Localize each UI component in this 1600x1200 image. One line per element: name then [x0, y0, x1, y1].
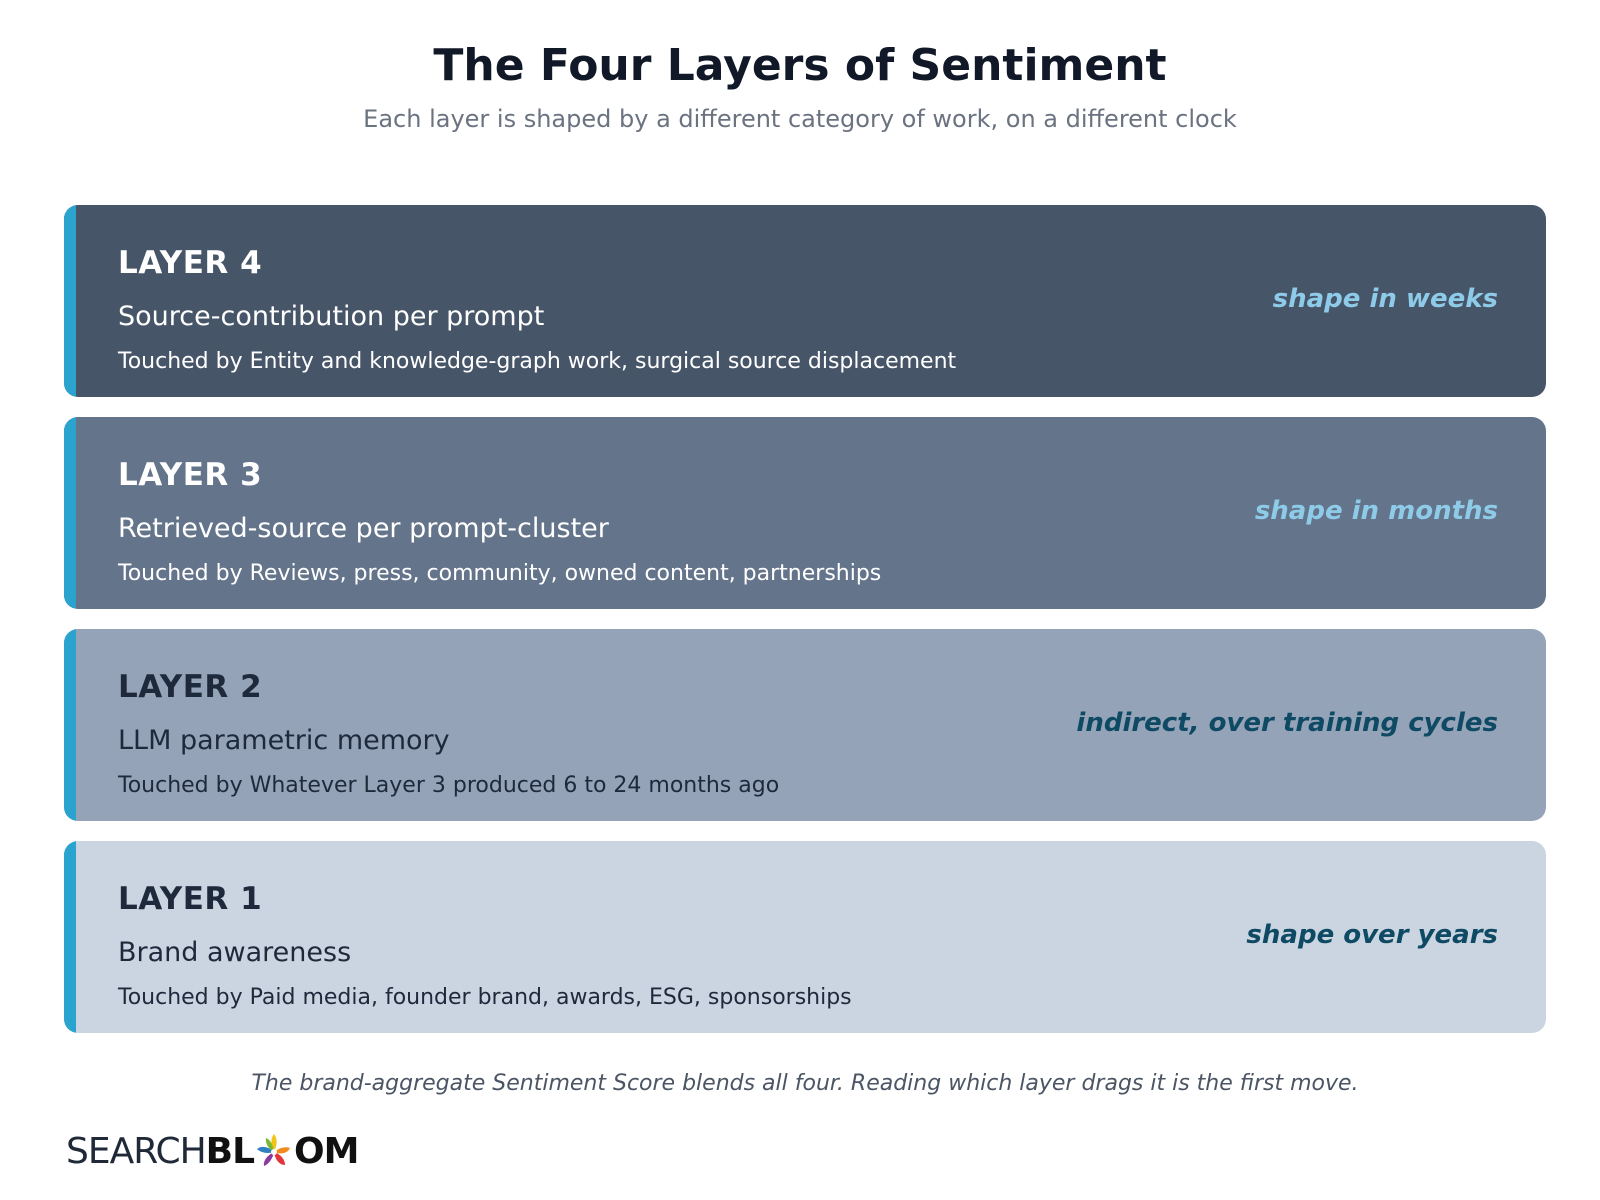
- layer-accent-bar: [64, 841, 76, 1033]
- layer-accent-bar: [64, 205, 76, 397]
- layer-card-1: LAYER 1 Brand awareness Touched by Paid …: [64, 841, 1546, 1033]
- layer-name: LAYER 2: [118, 669, 263, 705]
- layer-name: LAYER 1: [118, 881, 263, 917]
- layer-card-2: LAYER 2 LLM parametric memory Touched by…: [64, 629, 1546, 821]
- page-title: The Four Layers of Sentiment: [433, 40, 1167, 91]
- layer-heading: Source-contribution per prompt: [118, 301, 545, 332]
- layer-name: LAYER 3: [118, 457, 263, 493]
- layer-pace: shape in months: [1254, 496, 1498, 526]
- layer-card-3: LAYER 3 Retrieved-source per prompt-clus…: [64, 417, 1546, 609]
- layer-pace: shape in weeks: [1272, 284, 1498, 314]
- layer-pace: indirect, over training cycles: [1076, 708, 1498, 738]
- logo-text-search: SEARCH: [66, 1131, 207, 1172]
- layer-card-4: LAYER 4 Source-contribution per prompt T…: [64, 205, 1546, 397]
- layer-name: LAYER 4: [118, 245, 263, 281]
- layer-touched-by: Touched by Paid media, founder brand, aw…: [118, 985, 852, 1010]
- logo-text-om: OM: [294, 1131, 359, 1172]
- page-subtitle: Each layer is shaped by a different cate…: [363, 105, 1237, 133]
- logo-text-bl: BL: [205, 1131, 255, 1172]
- layer-touched-by: Touched by Entity and knowledge-graph wo…: [118, 349, 957, 374]
- layer-touched-by: Touched by Whatever Layer 3 produced 6 t…: [118, 773, 780, 798]
- layer-touched-by: Touched by Reviews, press, community, ow…: [118, 561, 882, 586]
- layer-pace: shape over years: [1246, 920, 1498, 950]
- flower-icon: [254, 1131, 294, 1173]
- layer-heading: LLM parametric memory: [118, 725, 450, 756]
- layer-accent-bar: [64, 629, 76, 821]
- layer-heading: Retrieved-source per prompt-cluster: [118, 513, 609, 544]
- footnote: The brand-aggregate Sentiment Score blen…: [251, 1071, 1359, 1096]
- layer-heading: Brand awareness: [118, 937, 352, 968]
- layer-accent-bar: [64, 417, 76, 609]
